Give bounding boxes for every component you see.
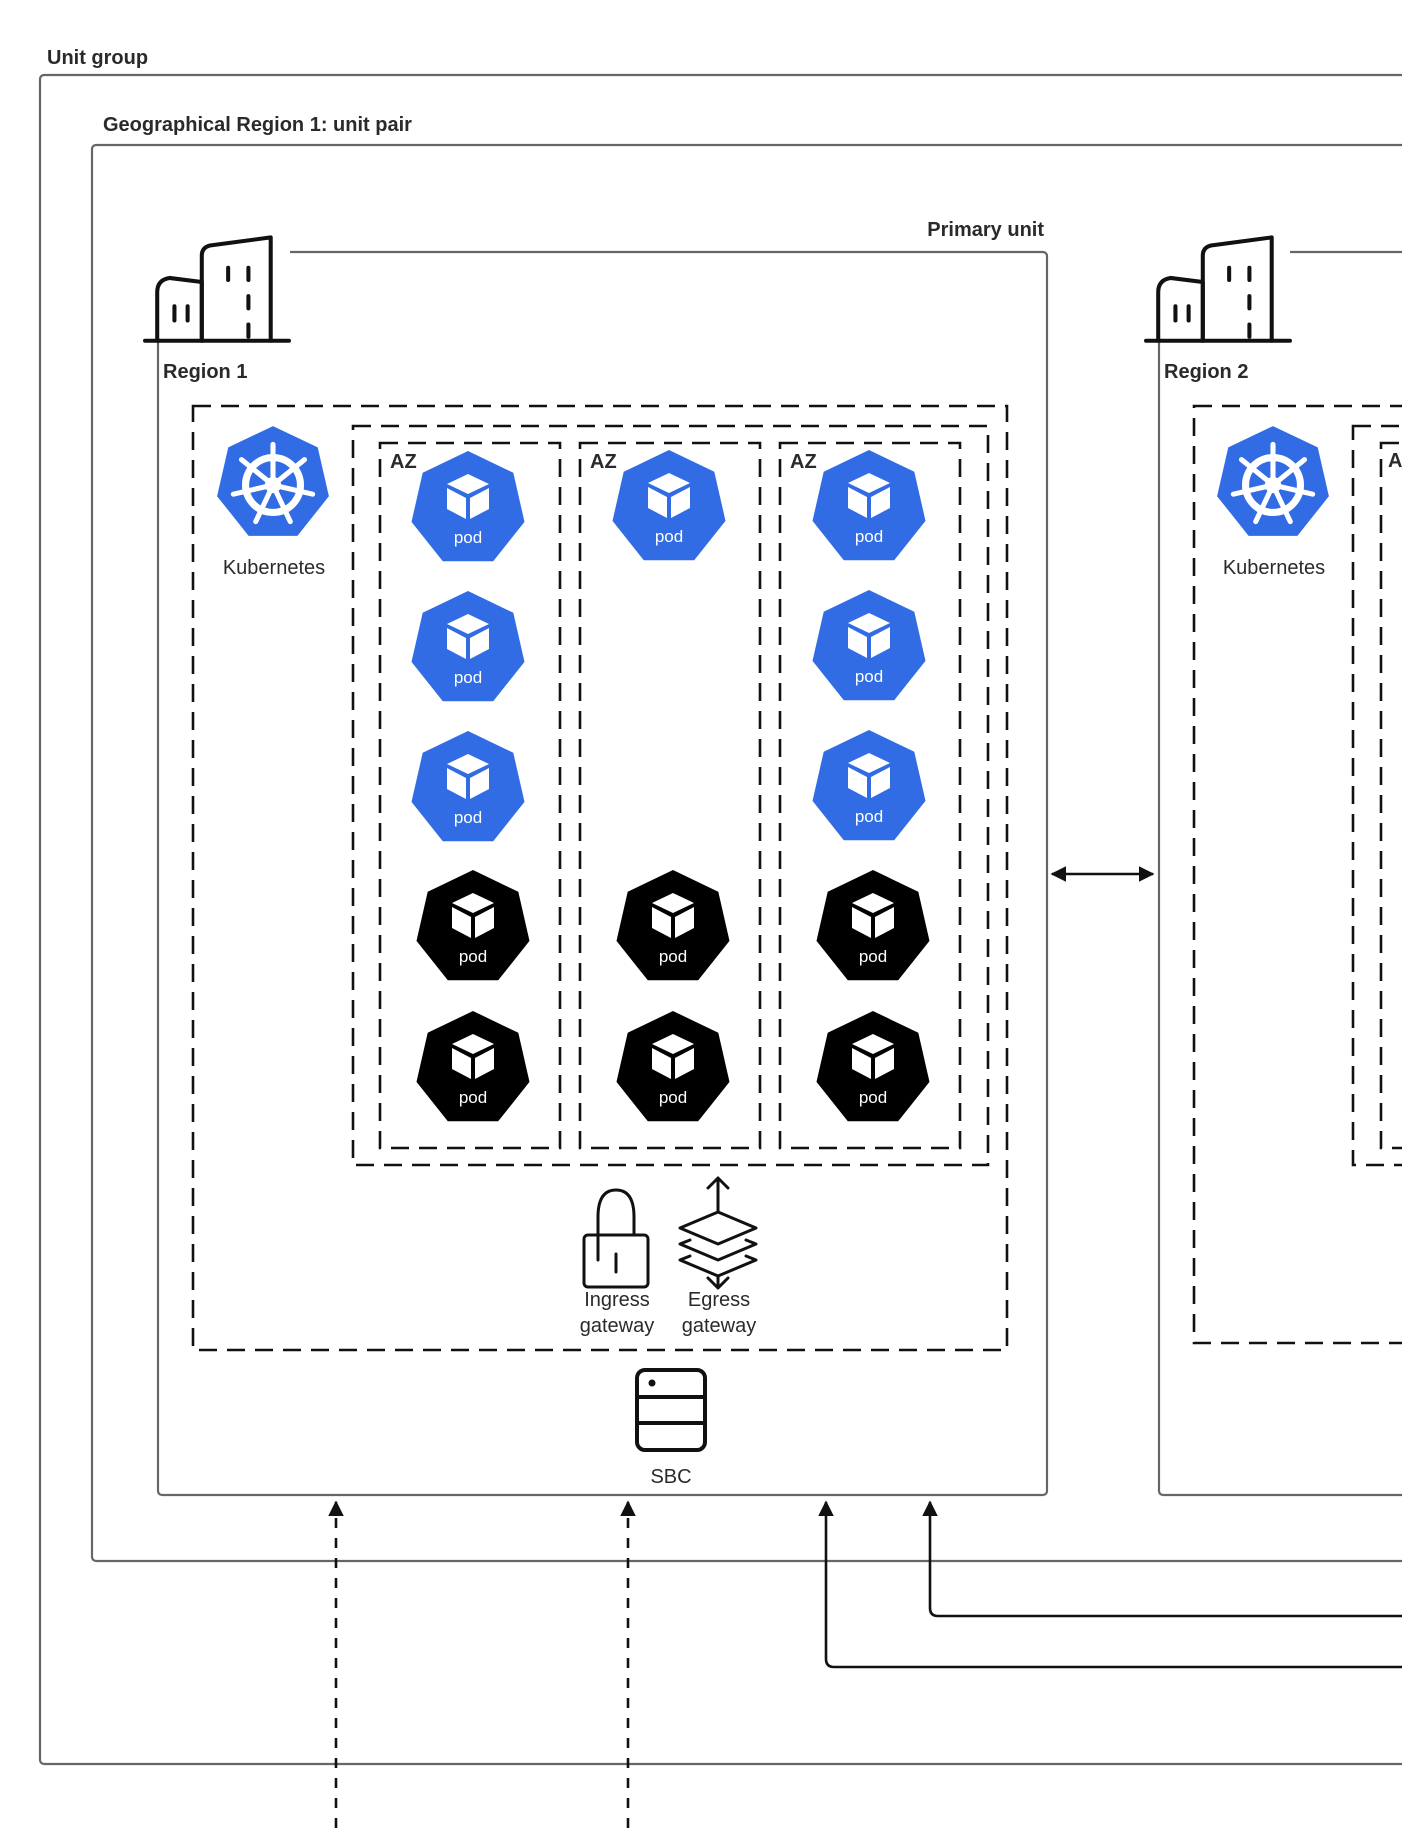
unit-group: Unit group: [38, 47, 1402, 1766]
pod-label: pod: [855, 527, 883, 546]
ingress-gateway-label-line1: Ingress: [584, 1289, 650, 1311]
pod-blue: pod: [411, 591, 525, 702]
pod-icon: [416, 1011, 530, 1122]
kubernetes-cluster: [191, 404, 1009, 1352]
pod-black: pod: [416, 1011, 530, 1122]
availability-zone: AZ pod pod pod: [578, 441, 762, 1150]
pod-blue: pod: [812, 450, 926, 561]
pod-label: pod: [859, 1088, 887, 1107]
ingress-gateway: Ingress gateway: [580, 1188, 655, 1337]
pod-label: pod: [454, 528, 482, 547]
sbc: SBC: [635, 1368, 707, 1488]
pod-icon: [411, 451, 525, 562]
az-label: AZ: [790, 451, 817, 473]
pod-icon: [416, 870, 530, 981]
az-label-partial: A: [1388, 450, 1402, 472]
kubernetes-cluster-2: [1192, 404, 1402, 1345]
pod-label: pod: [855, 807, 883, 826]
pod-blue: pod: [612, 450, 726, 561]
pod-icon: [612, 450, 726, 561]
pod-black: pod: [616, 1011, 730, 1122]
pod-icon: [816, 1011, 930, 1122]
pod-icon: [616, 1011, 730, 1122]
az-label: AZ: [590, 451, 617, 473]
pod-black: pod: [416, 870, 530, 981]
kubernetes-icon: [217, 426, 329, 536]
pod-label: pod: [655, 527, 683, 546]
ingress-gateway-label-line2: gateway: [580, 1315, 655, 1337]
egress-gateway-label-line2: gateway: [682, 1315, 757, 1337]
unit-group-label: Unit group: [47, 47, 148, 69]
sbc-label: SBC: [650, 1466, 691, 1488]
geo-region-border: [90, 143, 1402, 1563]
pod-icon: [816, 870, 930, 981]
pod-black: pod: [616, 870, 730, 981]
availability-zones: AZ pod pod pod pod pod AZ pod pod pod AZ pod pod pod p…: [378, 441, 962, 1150]
primary-unit-label: Primary unit: [927, 219, 1044, 241]
pod-label: pod: [459, 947, 487, 966]
pod-icon: [411, 591, 525, 702]
connector-line-inner: [922, 1500, 1402, 1618]
availability-zone: AZ pod pod pod pod pod: [378, 441, 562, 1150]
pod-icon: [812, 730, 926, 841]
pod-blue: pod: [411, 731, 525, 842]
pod-label: pod: [454, 808, 482, 827]
pod-blue: pod: [411, 451, 525, 562]
az-border: [378, 441, 562, 1150]
pod-blue: pod: [812, 730, 926, 841]
pod-black: pod: [816, 1011, 930, 1122]
az-group-2: [1351, 424, 1402, 1167]
availability-zone: AZ pod pod pod pod pod: [778, 441, 962, 1150]
connector-line-outer: [818, 1500, 1402, 1669]
pod-label: pod: [659, 947, 687, 966]
lock-icon: [596, 1188, 636, 1262]
az-group: [351, 424, 990, 1167]
region2-label: Region 2: [1164, 361, 1248, 383]
pod-label: pod: [859, 947, 887, 966]
secondary-unit-border: [1157, 250, 1402, 1497]
az-zone-2: [1379, 441, 1402, 1150]
pod-label: pod: [659, 1088, 687, 1107]
pod-icon: [812, 450, 926, 561]
pod-icon: [411, 731, 525, 842]
pod-icon: [616, 870, 730, 981]
pod-icon: [812, 590, 926, 701]
pod-blue: pod: [812, 590, 926, 701]
kubernetes-label-2: Kubernetes: [1223, 557, 1325, 579]
secondary-unit: Region 2 Kubernetes A: [1140, 210, 1402, 1497]
egress-gateway: Egress gateway: [678, 1176, 758, 1337]
kubernetes-icon: [1217, 426, 1329, 536]
az-label: AZ: [390, 451, 417, 473]
connectors: [328, 866, 1402, 1828]
az-border: [778, 441, 962, 1150]
layers-icon: [678, 1176, 758, 1290]
pod-label: pod: [454, 668, 482, 687]
pod-black: pod: [816, 870, 930, 981]
pod-label: pod: [459, 1088, 487, 1107]
az-border: [578, 441, 762, 1150]
primary-unit: Primary unit Region 1 Kubernetes AZ pod po…: [140, 210, 1049, 1497]
kubernetes-label: Kubernetes: [223, 557, 325, 579]
pod-label: pod: [855, 667, 883, 686]
geo-region-label: Geographical Region 1: unit pair: [103, 114, 412, 136]
primary-unit-border: [156, 250, 1049, 1497]
egress-gateway-label-line1: Egress: [688, 1289, 750, 1311]
region1-label: Region 1: [163, 361, 247, 383]
geo-region-container: Geographical Region 1: unit pair: [90, 114, 1402, 1563]
unit-group-border: [38, 73, 1402, 1766]
server-icon: [635, 1368, 707, 1452]
